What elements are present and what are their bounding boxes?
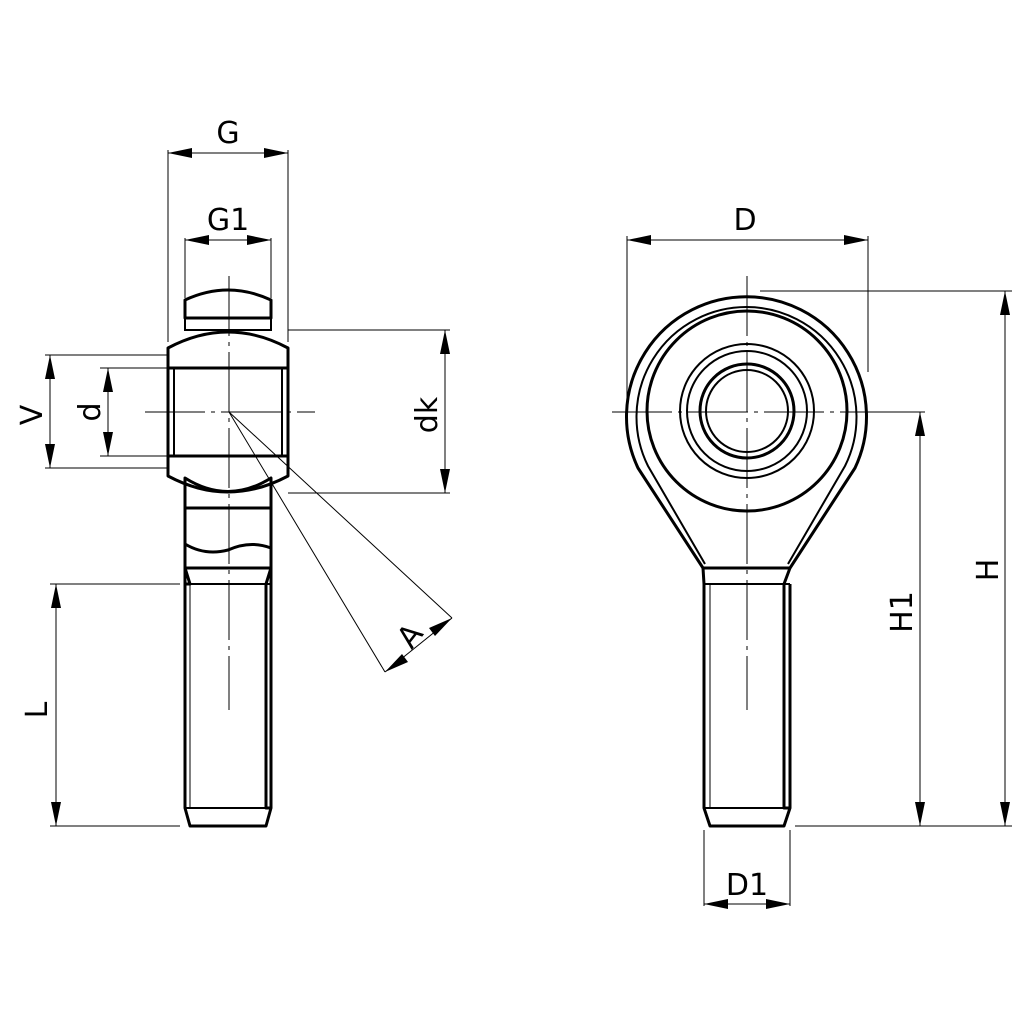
label-h1: H1 — [885, 591, 920, 633]
dimension-l — [51, 584, 61, 826]
dimension-dk — [440, 330, 450, 493]
label-l: L — [20, 701, 55, 718]
angle-a-construction — [228, 411, 453, 673]
housing-bottom-section — [183, 476, 273, 568]
front-centerlines — [612, 276, 880, 710]
label-d1: D1 — [726, 868, 768, 903]
front-extension-lines — [626, 236, 1012, 906]
dimension-d — [103, 368, 113, 456]
front-view: D H H1 D1 — [612, 203, 1012, 909]
label-g: G — [216, 116, 239, 151]
dimension-g1 — [185, 235, 271, 245]
label-h: H — [971, 559, 1006, 582]
label-a: A — [390, 617, 431, 655]
threaded-shank-front — [701, 566, 792, 828]
dimension-d1 — [704, 899, 790, 909]
dimension-h — [1000, 291, 1010, 826]
dimension-h1 — [915, 412, 925, 826]
threaded-shank-side — [183, 566, 273, 828]
label-g1: G1 — [207, 203, 249, 238]
dimension-v — [45, 355, 55, 468]
dimension-big-d — [627, 235, 868, 245]
label-dk: dk — [410, 396, 445, 433]
side-centerlines — [145, 276, 315, 710]
label-d: d — [73, 402, 108, 421]
side-view: G G1 V d dk A L — [15, 116, 453, 828]
dimension-a — [384, 617, 453, 673]
label-v: V — [15, 404, 50, 425]
label-big-d: D — [733, 203, 756, 238]
dimension-g — [168, 148, 288, 158]
side-extension-lines — [45, 150, 450, 827]
housing-top-section — [183, 288, 273, 331]
